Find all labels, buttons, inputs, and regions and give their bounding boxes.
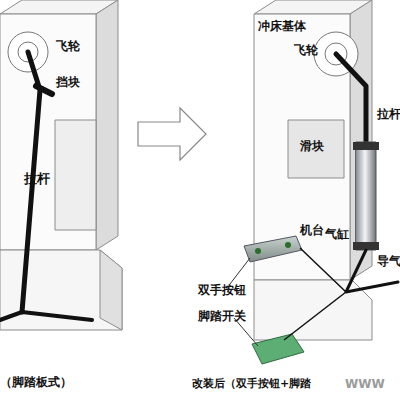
part-label: 飞轮: [56, 40, 80, 53]
part-label: 滑块: [300, 140, 324, 153]
part-label: 拉杆: [24, 172, 50, 186]
part-label: 改装后（双手按钮+脚踏: [192, 378, 311, 390]
controls: [230, 236, 346, 364]
transform-arrow: [138, 108, 206, 160]
part-label: 双手按钮: [198, 284, 246, 297]
part-label: 冲床基体: [258, 20, 306, 33]
part-label: 挡块: [56, 76, 80, 89]
part-label: 拉杆: [377, 108, 400, 121]
part-label: 机台: [300, 224, 324, 237]
press-before: [0, 0, 122, 330]
part-label: 脚踏开关: [198, 310, 246, 323]
watermark: WWW: [345, 378, 385, 391]
part-label: 气缸: [325, 228, 349, 241]
part-label: 导气: [377, 255, 400, 268]
part-label: （脚踏板式）: [0, 376, 72, 389]
part-label: 飞轮: [294, 44, 318, 57]
pull-rod: [0, 52, 92, 320]
